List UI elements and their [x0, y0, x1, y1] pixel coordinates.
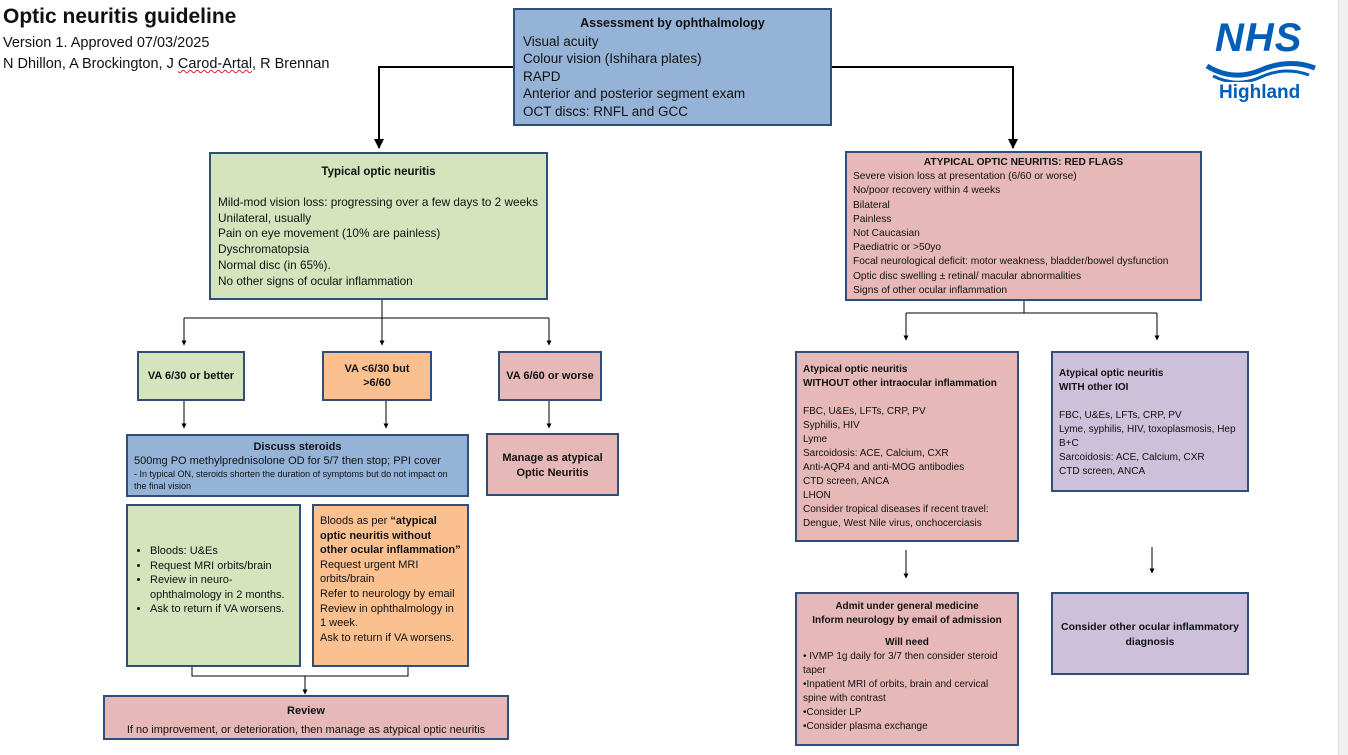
va-worse-label: VA 6/60 or worse: [506, 370, 594, 382]
assessment-item: RAPD: [523, 68, 561, 84]
wave-icon: [1205, 61, 1316, 82]
va-better-label: VA 6/30 or better: [147, 370, 235, 382]
admit-will-need: Will need: [885, 637, 929, 648]
typical-item: Unilateral, usually: [218, 210, 312, 225]
consider-other-box: Consider other ocular inflammatory diagn…: [1051, 592, 1249, 675]
mild-plan-box: Bloods: U&Es Request MRI orbits/brain Re…: [126, 504, 301, 667]
admit-title: Admit under general medicine: [835, 601, 979, 612]
steroids-box: Discuss steroids 500mg PO methylpredniso…: [126, 434, 469, 497]
typical-title: Typical optic neuritis: [321, 166, 436, 178]
assessment-box: Assessment by ophthalmology Visual acuit…: [513, 8, 832, 126]
without-ioi-title: Atypical optic neuritis: [803, 364, 908, 375]
with-ioi-item: Sarcoidosis: ACE, Calcium, CXR: [1059, 452, 1205, 463]
typical-item: No other signs of ocular inflammation: [218, 273, 413, 288]
mid-plan-intro-line: Bloods as per “atypical optic neuritis w…: [320, 514, 461, 558]
assessment-item: Colour vision (Ishihara plates): [523, 51, 702, 66]
red-flag-item: Optic disc swelling ± retinal/ macular a…: [853, 270, 1082, 282]
admit-box: Admit under general medicine Inform neur…: [795, 592, 1019, 746]
with-ioi-item: Lyme, syphilis, HIV, toxoplasmosis, Hep …: [1059, 424, 1236, 449]
without-ioi-item: Consider tropical diseases if recent tra…: [803, 504, 989, 529]
assessment-item: OCT discs: RNFL and GCC: [523, 103, 689, 119]
red-flags-title: ATYPICAL OPTIC NEURITIS: RED FLAGS: [923, 157, 1124, 168]
consider-other-label: Consider other ocular inflammatory diagn…: [1061, 621, 1239, 648]
nhs-logo-text: NHS: [1215, 16, 1303, 60]
steroids-note: - In typical ON, steroids shorten the du…: [134, 469, 448, 491]
vertical-scrollbar[interactable]: [1338, 0, 1348, 755]
red-flags-box: ATYPICAL OPTIC NEURITIS: RED FLAGS Sever…: [845, 151, 1202, 301]
va-worse-box: VA 6/60 or worse: [498, 351, 602, 401]
admit-item: •Inpatient MRI of orbits, brain and cerv…: [803, 679, 989, 704]
red-flag-item: Severe vision loss at presentation (6/60…: [853, 171, 1077, 183]
authors-part-b: Carod-Artal: [177, 56, 253, 72]
version-text: Version 1. Approved 07/03/2025: [3, 35, 210, 51]
admit-item: •Consider plasma exchange: [803, 721, 928, 732]
without-ioi-item: Sarcoidosis: ACE, Calcium, CXR: [803, 448, 949, 459]
without-ioi-item: LHON: [803, 490, 831, 501]
authors-part-c: , R Brennan: [252, 56, 330, 72]
review-box: Review If no improvement, or deteriorati…: [103, 695, 509, 740]
with-ioi-title: Atypical optic neuritis: [1059, 368, 1164, 379]
va-better-box: VA 6/30 or better: [137, 351, 245, 401]
assessment-item: Anterior and posterior segment exam: [523, 86, 746, 101]
mid-plan-item: Request urgent MRI orbits/brain: [320, 558, 419, 586]
typical-item: Normal disc (in 65%).: [218, 257, 331, 272]
typical-box: Typical optic neuritis Mild-mod vision l…: [209, 152, 548, 300]
typical-item: Mild-mod vision loss: progressing over a…: [218, 194, 538, 209]
mid-plan-quoted: “atypical optic neuritis without other o…: [320, 515, 461, 557]
mild-plan-list: Bloods: U&Es Request MRI orbits/brain Re…: [132, 544, 293, 617]
without-ioi-box: Atypical optic neuritis WITHOUT other in…: [795, 351, 1019, 542]
mid-plan-item: Review in ophthalmology in 1 week.: [320, 602, 454, 630]
assessment-item: Visual acuity: [523, 33, 599, 49]
with-ioi-box: Atypical optic neuritis WITH other IOI F…: [1051, 351, 1249, 492]
mild-plan-item: Bloods: U&Es: [150, 544, 293, 559]
authors-part-a: N Dhillon, A Brockington, J: [3, 56, 178, 72]
assessment-title: Assessment by ophthalmology: [580, 16, 765, 30]
with-ioi-item: FBC, U&Es, LFTs, CRP, PV: [1059, 410, 1182, 421]
manage-atypical-box: Manage as atypical Optic Neuritis: [486, 433, 619, 496]
manage-atypical-label: Manage as atypical Optic Neuritis: [502, 452, 603, 479]
page-title: Optic neuritis guideline: [3, 5, 237, 28]
red-flag-item: Bilateral: [853, 199, 890, 211]
mid-plan-item: Ask to return if VA worsens.: [320, 631, 455, 644]
review-title: Review: [287, 705, 325, 717]
steroids-dose: 500mg PO methylprednisolone OD for 5/7 t…: [134, 455, 441, 467]
review-text: If no improvement, or deterioration, the…: [126, 724, 486, 736]
admit-item: • IVMP 1g daily for 3/7 then consider st…: [803, 651, 998, 676]
with-ioi-subtitle: WITH other IOI: [1059, 382, 1129, 393]
mid-plan-intro: Bloods as per: [320, 515, 391, 527]
red-flag-item: Not Caucasian: [853, 228, 920, 240]
without-ioi-item: CTD screen, ANCA: [803, 476, 890, 487]
steroids-title: Discuss steroids: [253, 441, 342, 453]
typical-item: Pain on eye movement (10% are painless): [218, 226, 441, 241]
without-ioi-item: FBC, U&Es, LFTs, CRP, PV: [803, 406, 926, 417]
red-flag-item: Signs of other ocular inflammation: [853, 284, 1008, 296]
without-ioi-item: Syphilis, HIV: [803, 420, 860, 431]
admit-subtitle: Inform neurology by email of admission: [812, 615, 1002, 626]
without-ioi-item: Lyme: [803, 434, 828, 445]
without-ioi-item: Anti-AQP4 and anti-MOG antibodies: [803, 462, 965, 473]
nhs-highland-logo: NHS Highland: [1203, 16, 1319, 106]
red-flag-item: Paediatric or >50yo: [853, 242, 942, 254]
typical-item: Dyschromatopsia: [218, 242, 310, 257]
red-flag-item: No/poor recovery within 4 weeks: [853, 185, 1001, 197]
mild-plan-item: Ask to return if VA worsens.: [150, 602, 293, 617]
red-flag-item: Painless: [853, 213, 892, 225]
mid-plan-box: Bloods as per “atypical optic neuritis w…: [312, 504, 469, 667]
va-mid-box: VA <6/30 but >6/60: [322, 351, 432, 401]
mild-plan-item: Review in neuro-ophthalmology in 2 month…: [150, 573, 293, 602]
without-ioi-subtitle: WITHOUT other intraocular inflammation: [803, 378, 997, 389]
red-flag-item: Focal neurological deficit: motor weakne…: [853, 256, 1169, 268]
va-mid-label: VA <6/30 but >6/60: [344, 363, 410, 389]
nhs-logo-region: Highland: [1219, 82, 1301, 103]
mid-plan-item: Refer to neurology by email: [320, 587, 455, 600]
mild-plan-item: Request MRI orbits/brain: [150, 559, 293, 574]
authors-text: N Dhillon, A Brockington, J Carod-Artal,…: [3, 56, 329, 72]
with-ioi-item: CTD screen, ANCA: [1059, 466, 1146, 477]
admit-item: •Consider LP: [803, 707, 862, 718]
